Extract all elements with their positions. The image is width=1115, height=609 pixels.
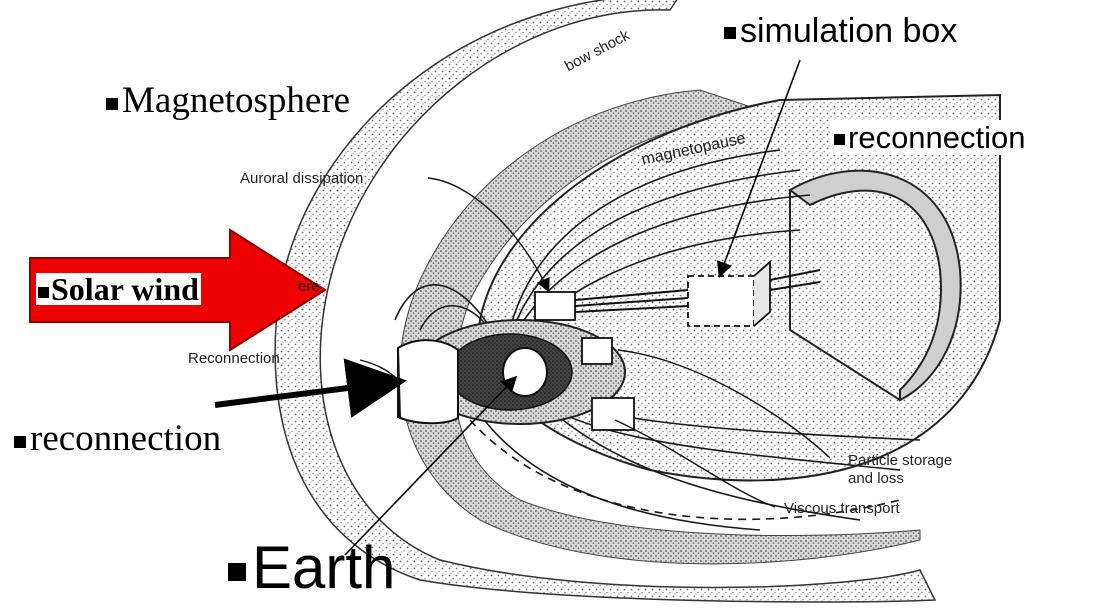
bullet-square-icon — [14, 436, 26, 448]
bullet-square-icon — [228, 563, 246, 581]
bullet-square-icon — [106, 98, 118, 110]
dayside-reconnection-slab — [398, 340, 458, 423]
particle-storage-label: Particle storage — [848, 452, 952, 469]
solar-wind-label: Solar wind — [36, 273, 201, 305]
auroral-box — [535, 292, 575, 320]
simulation-box — [688, 276, 754, 326]
earth-label: Earth — [228, 538, 395, 598]
particle-storage-label-2: and loss — [848, 470, 904, 487]
partial-sphere-label: ere — [298, 278, 320, 295]
earth-globe — [503, 348, 547, 396]
reconnection-figure-label: Reconnection — [188, 350, 280, 367]
reconnection-right-label: reconnection — [830, 120, 1030, 155]
bullet-square-icon — [38, 287, 49, 298]
reconnection-left-label: reconnection — [14, 420, 221, 457]
simulation-box-label: simulation box — [724, 14, 957, 48]
storage-box — [582, 338, 612, 364]
viscous-box — [592, 398, 634, 430]
bullet-square-icon — [724, 27, 736, 39]
bullet-square-icon — [834, 134, 845, 145]
auroral-dissipation-label: Auroral dissipation — [240, 170, 363, 187]
magnetosphere-label: Magnetosphere — [106, 82, 350, 119]
viscous-transport-label: Viscous transport — [784, 500, 900, 517]
